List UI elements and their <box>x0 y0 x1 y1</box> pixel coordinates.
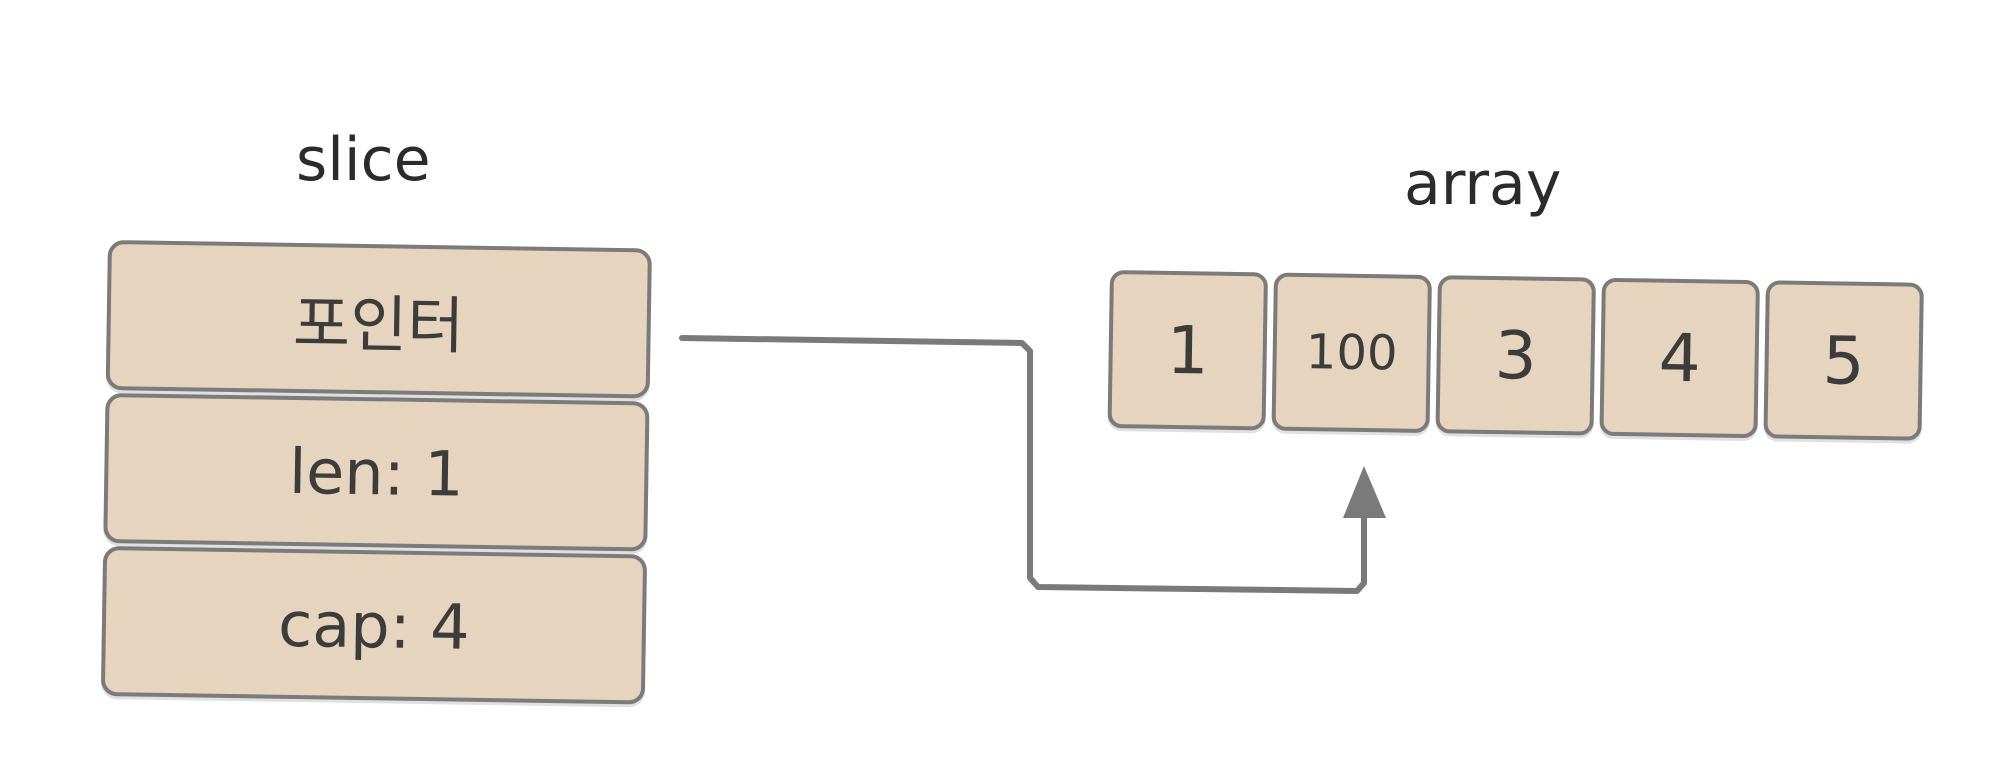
slice-title: slice <box>296 125 431 195</box>
pointer-arrow-line <box>679 335 1367 594</box>
pointer-arrowhead-icon <box>1343 466 1386 518</box>
array-title: array <box>1404 149 1562 219</box>
